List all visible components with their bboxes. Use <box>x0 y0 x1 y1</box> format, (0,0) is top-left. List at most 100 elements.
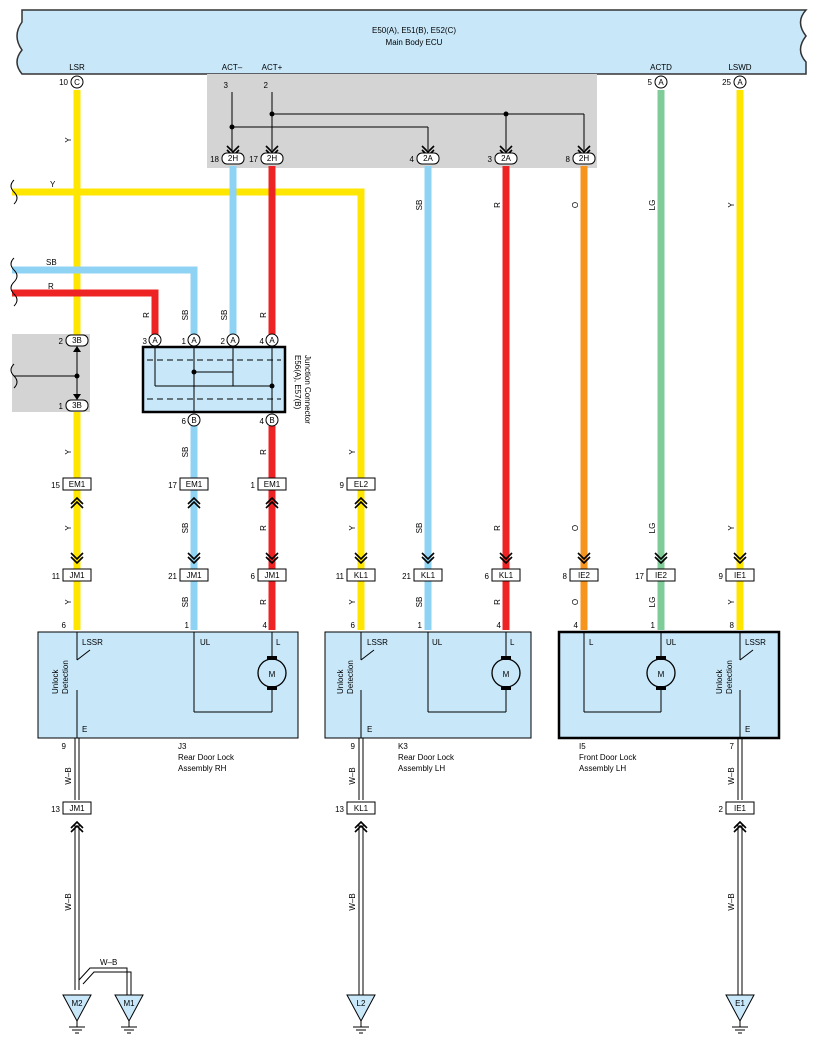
junction-pins: A3 A1 A2 A4 B6 B4 <box>143 333 279 427</box>
svg-text:21: 21 <box>168 572 177 581</box>
svg-text:A: A <box>152 336 158 345</box>
svg-text:LG: LG <box>648 597 657 608</box>
svg-text:M1: M1 <box>123 999 135 1008</box>
svg-text:UL: UL <box>666 638 677 647</box>
svg-text:1: 1 <box>59 402 64 411</box>
svg-text:8: 8 <box>563 572 568 581</box>
svg-text:C: C <box>74 78 80 87</box>
pin-name-lswd: LSWD <box>728 63 751 72</box>
svg-text:6: 6 <box>182 417 187 426</box>
svg-text:9: 9 <box>351 742 356 751</box>
svg-text:Unlock: Unlock <box>51 669 60 694</box>
svg-text:LSSR: LSSR <box>82 638 103 647</box>
svg-text:9: 9 <box>719 572 724 581</box>
svg-text:Y: Y <box>64 449 73 455</box>
svg-text:6: 6 <box>62 621 67 630</box>
svg-text:SB: SB <box>181 523 190 534</box>
svg-text:Y: Y <box>64 525 73 531</box>
svg-text:7: 7 <box>730 742 735 751</box>
ground-icon-m2: M2 <box>62 994 92 1034</box>
svg-text:SB: SB <box>415 523 424 534</box>
svg-text:18: 18 <box>210 155 219 164</box>
splice-3b: 3B 2 3B 1 <box>14 334 89 412</box>
svg-text:SB: SB <box>220 310 229 321</box>
svg-text:R: R <box>259 449 268 455</box>
svg-text:Y: Y <box>727 599 736 605</box>
svg-text:Y: Y <box>348 599 357 605</box>
svg-text:W–B: W–B <box>348 893 357 910</box>
svg-text:SB: SB <box>46 258 57 267</box>
svg-text:A: A <box>658 78 664 87</box>
motor-icon: M <box>269 670 276 679</box>
svg-text:1: 1 <box>418 621 423 630</box>
svg-text:1: 1 <box>251 481 256 490</box>
svg-text:2H: 2H <box>579 154 589 163</box>
junction-name: Junction Connector <box>303 355 312 424</box>
svg-text:J3: J3 <box>178 742 187 751</box>
svg-text:2A: 2A <box>501 154 511 163</box>
svg-text:4: 4 <box>497 621 502 630</box>
wire-sb-left <box>12 266 198 336</box>
ecu-name: Main Body ECU <box>386 38 443 47</box>
svg-text:13: 13 <box>335 805 344 814</box>
svg-text:UL: UL <box>432 638 443 647</box>
svg-text:Front Door Lock: Front Door Lock <box>579 753 637 762</box>
svg-text:2: 2 <box>719 805 724 814</box>
svg-text:1: 1 <box>185 621 190 630</box>
svg-text:E: E <box>367 725 372 734</box>
svg-text:3B: 3B <box>72 336 82 345</box>
svg-text:Y: Y <box>348 449 357 455</box>
svg-text:1: 1 <box>182 337 187 346</box>
svg-text:4: 4 <box>263 621 268 630</box>
svg-text:9: 9 <box>340 481 345 490</box>
svg-text:SB: SB <box>181 597 190 608</box>
ground-symbols: M2 M1 L2 E1 <box>62 994 755 1034</box>
svg-text:8: 8 <box>730 621 735 630</box>
svg-text:L: L <box>510 638 515 647</box>
junction-code: E56(A), E57(B) <box>293 355 302 410</box>
svg-text:Detection: Detection <box>346 660 355 694</box>
svg-text:2: 2 <box>59 337 64 346</box>
svg-text:M: M <box>658 670 665 679</box>
assembly-k3: 6 1 4 LSSR UL L E M Unlock Detection 9 K… <box>324 621 532 773</box>
svg-text:JM1: JM1 <box>264 571 280 580</box>
svg-text:1: 1 <box>651 621 656 630</box>
svg-text:E: E <box>82 725 87 734</box>
svg-text:W–B: W–B <box>64 767 73 784</box>
svg-text:3B: 3B <box>72 401 82 410</box>
svg-text:O: O <box>571 525 580 531</box>
svg-text:Y: Y <box>50 180 56 189</box>
svg-text:KL1: KL1 <box>499 571 514 580</box>
svg-text:Assembly LH: Assembly LH <box>398 764 445 773</box>
svg-text:W–B: W–B <box>64 893 73 910</box>
svg-text:4: 4 <box>260 417 265 426</box>
svg-text:Rear Door Lock: Rear Door Lock <box>178 753 235 762</box>
svg-text:SB: SB <box>415 200 424 211</box>
svg-text:LSSR: LSSR <box>745 638 766 647</box>
junction-connector: E56(A), E57(B) Junction Connector <box>141 345 312 424</box>
svg-text:21: 21 <box>402 572 411 581</box>
svg-text:R: R <box>259 525 268 531</box>
svg-text:M: M <box>503 670 510 679</box>
svg-text:L: L <box>276 638 281 647</box>
svg-text:R: R <box>493 599 502 605</box>
svg-text:17: 17 <box>168 481 177 490</box>
svg-text:Y: Y <box>64 137 73 143</box>
svg-text:4: 4 <box>410 155 415 164</box>
svg-text:Detection: Detection <box>725 660 734 694</box>
svg-text:4: 4 <box>260 337 265 346</box>
svg-text:6: 6 <box>485 572 490 581</box>
svg-text:9: 9 <box>62 742 67 751</box>
svg-text:M2: M2 <box>71 999 83 1008</box>
svg-text:B: B <box>191 416 196 425</box>
svg-text:A: A <box>191 336 197 345</box>
svg-text:5: 5 <box>648 78 653 87</box>
svg-text:W–B: W–B <box>727 767 736 784</box>
ecu-pin-markers: C10 A5 A25 <box>59 75 747 89</box>
svg-text:JM1: JM1 <box>69 804 85 813</box>
svg-text:IE2: IE2 <box>655 571 668 580</box>
svg-text:KL1: KL1 <box>354 804 369 813</box>
svg-text:3: 3 <box>488 155 493 164</box>
